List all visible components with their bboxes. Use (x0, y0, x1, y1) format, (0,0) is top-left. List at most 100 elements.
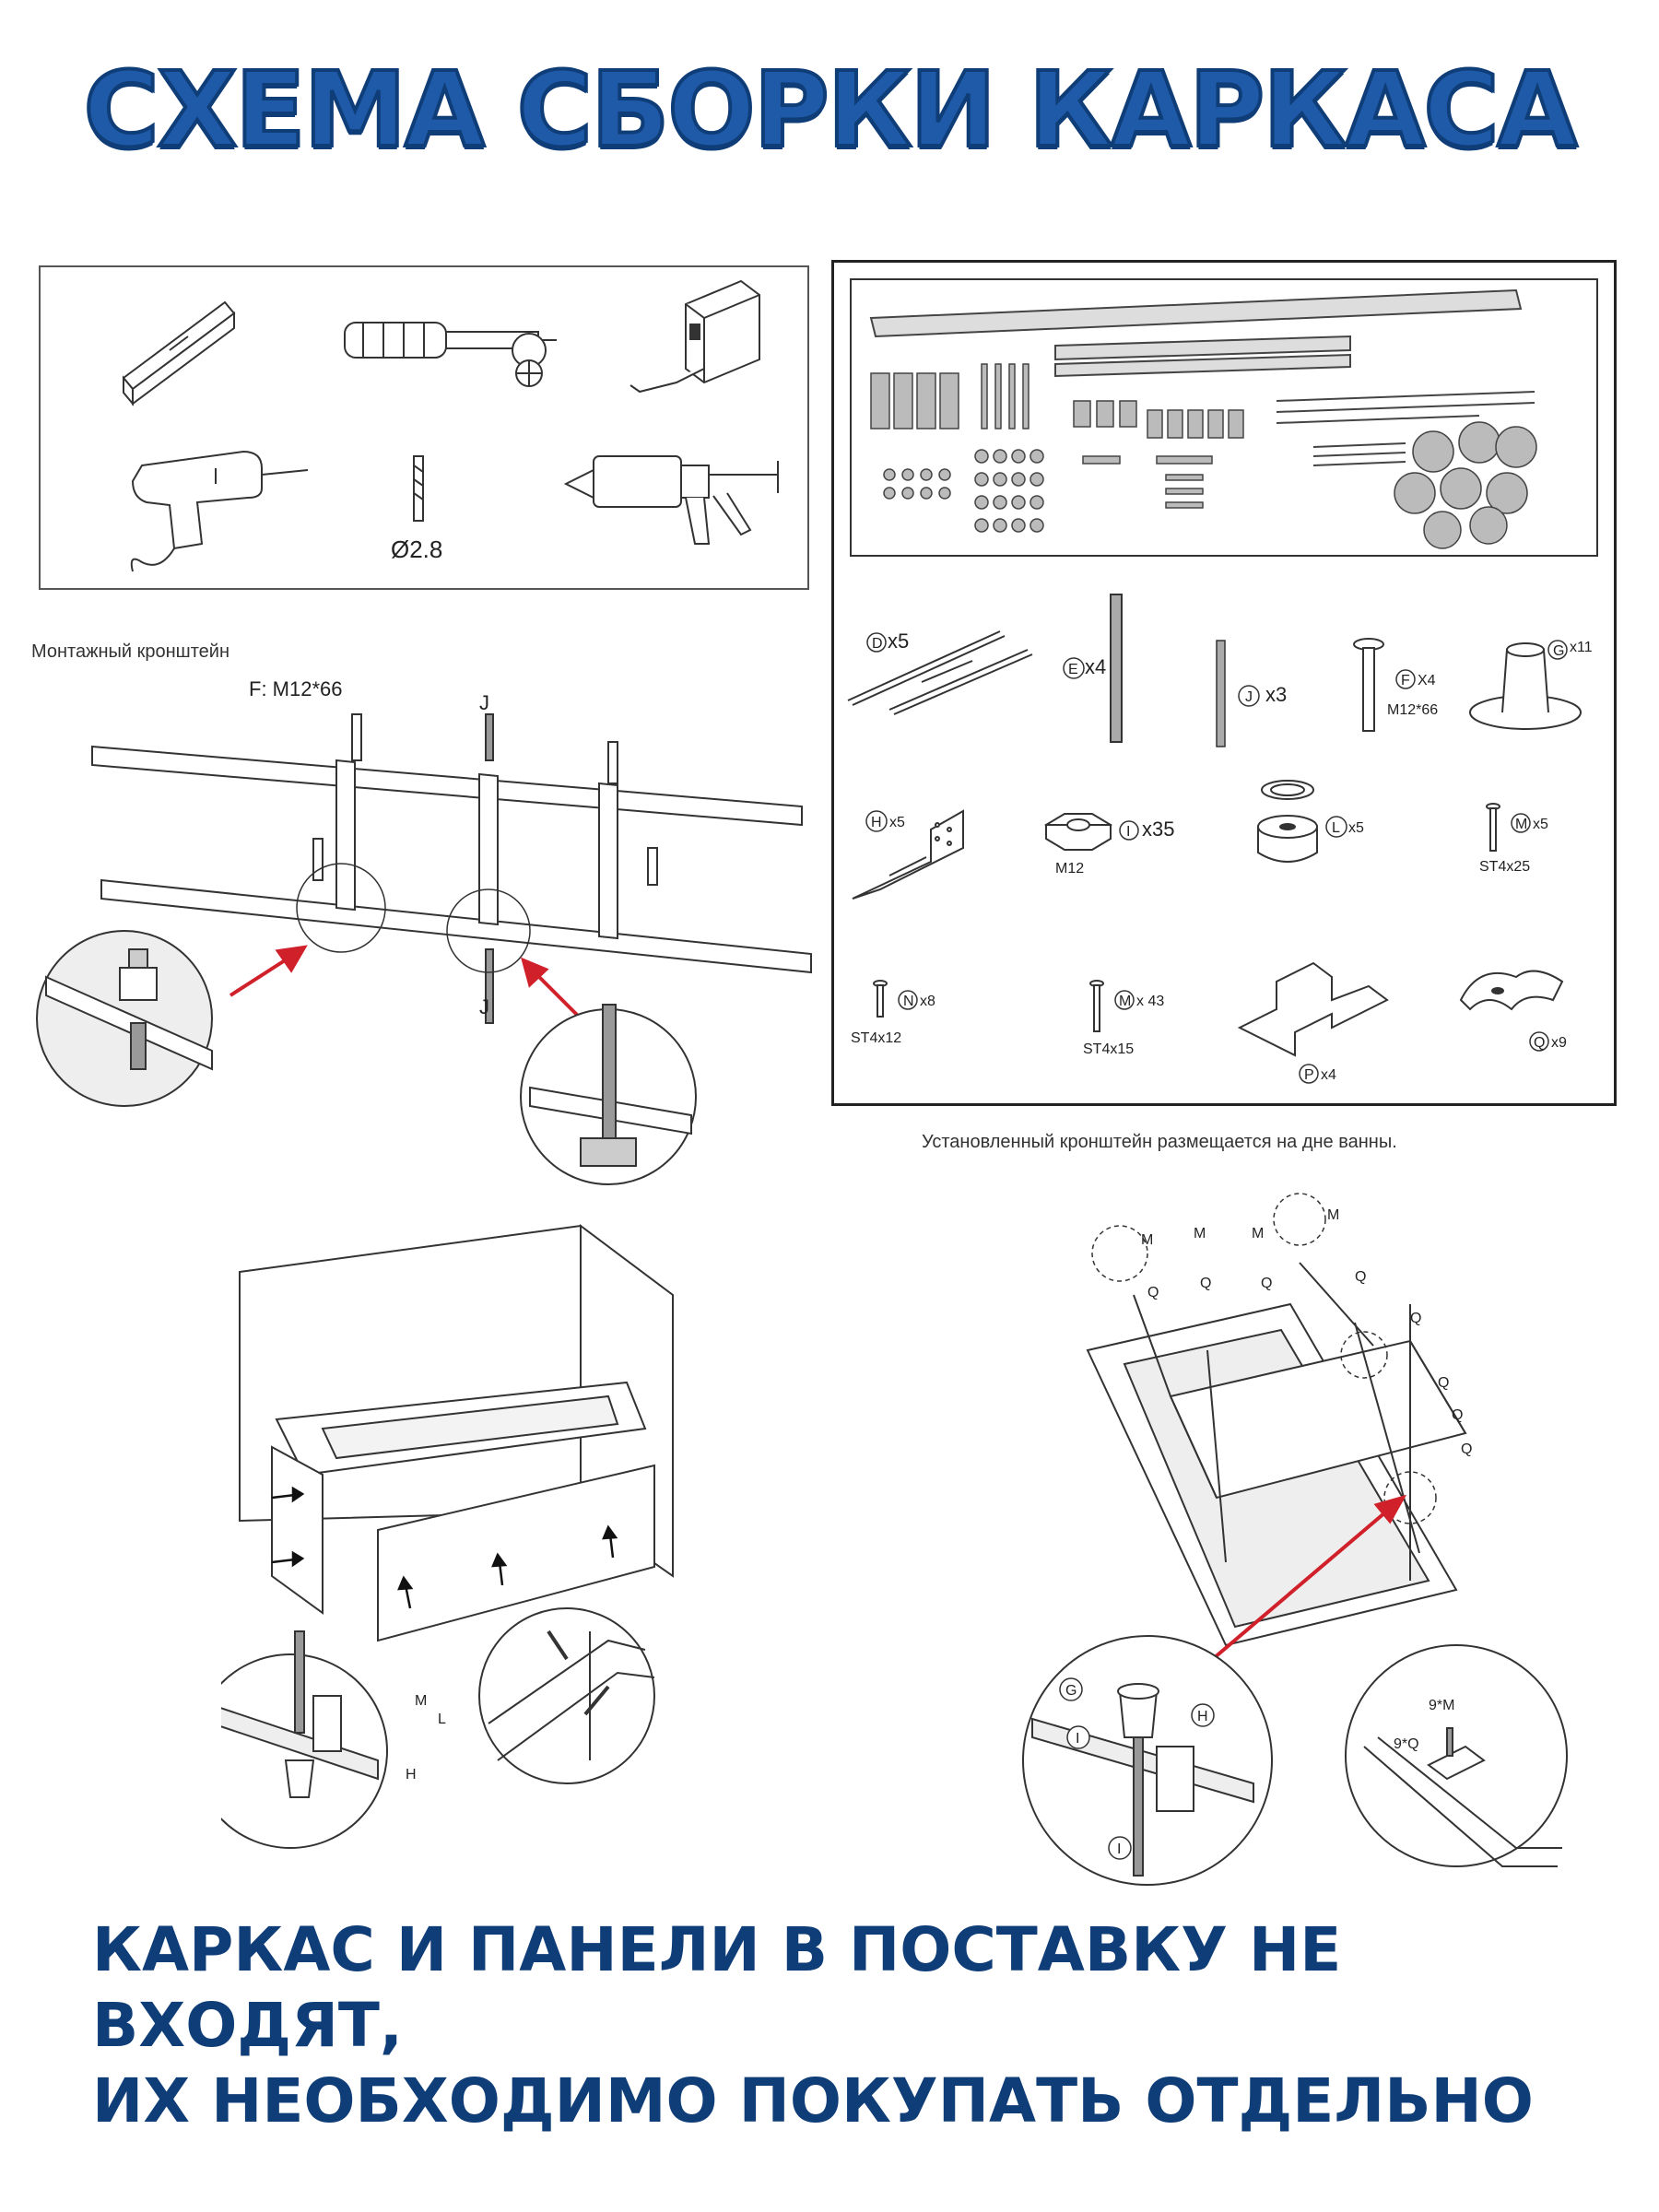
part-h-icon (852, 809, 964, 900)
installed-q-label-8: Q (1461, 1441, 1472, 1457)
part-n-icon (873, 980, 888, 1018)
installed-q-label-3: Q (1261, 1276, 1272, 1291)
part-e-letter: E (1068, 662, 1078, 677)
red-arrow-icon (1206, 1494, 1407, 1665)
tub-bottom-view (1086, 1262, 1467, 1647)
part-g-qty: x11 (1570, 640, 1593, 655)
installed-q-label-6: Q (1438, 1375, 1449, 1391)
part-p-letter: P (1304, 1067, 1314, 1083)
bracket-zoom-right (520, 1004, 697, 1185)
level-icon (122, 300, 236, 406)
part-n-spec: ST4x12 (851, 1030, 901, 1046)
caulk-gun-icon (563, 455, 779, 545)
part-i-letter: I (1126, 824, 1130, 840)
part-q-icon (1459, 970, 1564, 1011)
installed-q-label-4: Q (1355, 1269, 1366, 1285)
part-m-screw-25-icon (1486, 803, 1500, 852)
installed-detail-9q: 9*Q (1394, 1736, 1419, 1752)
installed-caption: Установленный кронштейн размещается на д… (922, 1132, 1397, 1152)
page-title: СХЕМА СБОРКИ КАРКАСА (82, 49, 1580, 172)
panel-detail-h: H (406, 1767, 417, 1783)
part-m2-qty: x 43 (1136, 994, 1164, 1009)
bracket-zoom-left (36, 930, 213, 1107)
installed-q-label-7: Q (1452, 1407, 1463, 1423)
part-p-icon (1237, 961, 1389, 1057)
installed-diagram: M Q M Q M Q M Q Q Q Q Q G I H I 9*M 9 (1022, 1193, 1568, 1886)
installed-q-label-1: Q (1147, 1285, 1159, 1300)
installed-m-label-3: M (1252, 1226, 1264, 1241)
part-d-letter: D (872, 636, 883, 652)
part-p-qty: x4 (1321, 1067, 1336, 1083)
part-q-qty: x9 (1551, 1035, 1567, 1051)
part-m1-letter: M (1515, 817, 1527, 832)
part-f-icon (1353, 638, 1384, 732)
part-l-icon (1257, 780, 1318, 863)
kit-rails-icon (869, 288, 1535, 466)
part-g-icon (1469, 642, 1582, 730)
part-n-qty: x8 (920, 994, 935, 1009)
footer-notice: КАРКАС И ПАНЕЛИ В ПОСТАВКУ НЕ ВХОДЯТ, ИХ… (92, 1912, 1613, 2139)
panel-zoom-left (221, 1630, 388, 1849)
drill-icon (130, 450, 309, 572)
arrow-icon (271, 1486, 618, 1609)
installed-m-label-1: M (1141, 1232, 1153, 1248)
part-i-spec: M12 (1055, 861, 1084, 877)
part-m1-qty: x5 (1533, 817, 1548, 832)
part-d-qty: x5 (888, 629, 909, 653)
parts-panel: D x5 E x4 J x3 F X4 M12*66 G x11 (831, 260, 1617, 1106)
part-q-letter: Q (1534, 1035, 1545, 1051)
installed-zoom-left (1022, 1635, 1273, 1886)
part-m2-spec: ST4x15 (1083, 1041, 1134, 1057)
installed-m-label-2: M (1194, 1226, 1206, 1241)
part-i-qty: x35 (1142, 818, 1174, 841)
bracket-caption: Монтажный кронштейн (31, 641, 229, 662)
installed-q-label-2: Q (1200, 1276, 1211, 1291)
screwdriver-icon (344, 322, 557, 387)
part-m1-spec: ST4x25 (1479, 859, 1530, 875)
front-panel (377, 1464, 655, 1642)
panel-detail-m: M (415, 1693, 427, 1709)
part-m2-letter: M (1119, 994, 1131, 1009)
part-g-letter: G (1553, 643, 1564, 659)
part-d-icon (847, 630, 1033, 715)
red-arrow-icon (229, 945, 582, 1020)
kit-small-parts-icon (870, 363, 1537, 549)
part-j-qty: x3 (1265, 683, 1287, 706)
bracket-rod-label-top: J (479, 691, 489, 714)
tape-measure-icon (629, 279, 760, 394)
panel-diagram: M L H (221, 1224, 674, 1849)
part-e-icon (1110, 594, 1123, 743)
panel-detail-l: L (438, 1712, 446, 1727)
part-m-screw-15-icon (1089, 980, 1104, 1032)
part-e-qty: x4 (1085, 655, 1106, 678)
part-l-letter: L (1332, 820, 1340, 836)
installed-m-label-4: M (1327, 1207, 1339, 1223)
installed-detail-i-2: I (1117, 1841, 1121, 1857)
tools-panel: Ø2.8 (39, 265, 809, 590)
part-j-icon (1216, 640, 1226, 747)
footer-line-2: ИХ НЕОБХОДИМО ПОКУПАТЬ ОТДЕЛЬНО (92, 2065, 1534, 2136)
drill-bit-size-label: Ø2.8 (391, 535, 442, 563)
installed-q-label-5: Q (1410, 1311, 1421, 1326)
part-h-letter: H (871, 815, 882, 830)
installed-detail-g: G (1065, 1683, 1077, 1699)
part-i-icon (1044, 813, 1112, 851)
panel-zoom-right (478, 1607, 655, 1784)
part-f-letter: F (1401, 673, 1410, 688)
drill-bit-icon (413, 455, 424, 522)
installed-zoom-right (1345, 1644, 1568, 1867)
bracket-bolt-label: F: M12*66 (249, 677, 343, 700)
side-panel (271, 1445, 324, 1615)
part-h-qty: x5 (889, 815, 905, 830)
installed-detail-h: H (1197, 1709, 1208, 1724)
footer-line-1: КАРКАС И ПАНЕЛИ В ПОСТАВКУ НЕ ВХОДЯТ, (92, 1914, 1342, 2061)
bracket-rod-label-bottom: J (479, 995, 489, 1018)
installed-detail-9m: 9*M (1429, 1698, 1454, 1713)
part-f-spec: M12*66 (1387, 702, 1438, 718)
installed-detail-i-1: I (1076, 1731, 1079, 1747)
part-n-letter: N (903, 994, 914, 1009)
part-j-letter: J (1245, 689, 1253, 705)
part-f-qty: X4 (1418, 673, 1436, 688)
bathtub-icon (275, 1381, 647, 1477)
bracket-diagram: F: M12*66 J J (36, 677, 812, 1185)
